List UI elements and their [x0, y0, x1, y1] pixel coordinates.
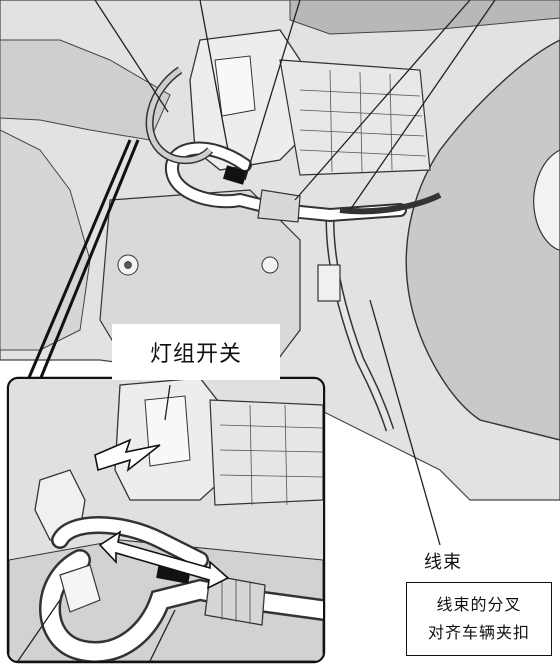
upper-cover — [289, 0, 560, 35]
note-line-2: 对齐车辆夹扣 — [427, 623, 530, 642]
leader-lines — [94, 0, 496, 546]
harness-tape — [222, 165, 248, 185]
switch-connector — [214, 55, 256, 117]
connector-ribs — [299, 69, 427, 173]
bolt — [261, 256, 279, 274]
connector-block — [279, 59, 431, 176]
branch-cable — [339, 192, 442, 215]
detail-inset — [6, 376, 326, 664]
note-line-1: 线束的分叉 — [436, 595, 522, 614]
harness-collar — [257, 189, 301, 223]
alignment-note-box: 线束的分叉 对齐车辆夹扣 — [406, 582, 552, 656]
harness-label: 线束 — [424, 552, 462, 573]
alignment-arrows — [94, 438, 230, 590]
lower-left-trim — [0, 129, 91, 351]
steering-shroud — [405, 39, 560, 441]
light-switch-label: 灯组开关 — [112, 324, 280, 380]
inset-connector-block — [209, 399, 323, 506]
bolt-center — [124, 261, 132, 269]
zoom-pointer — [26, 139, 140, 381]
vehicle-clip — [317, 264, 341, 302]
shroud-opening — [533, 149, 560, 251]
